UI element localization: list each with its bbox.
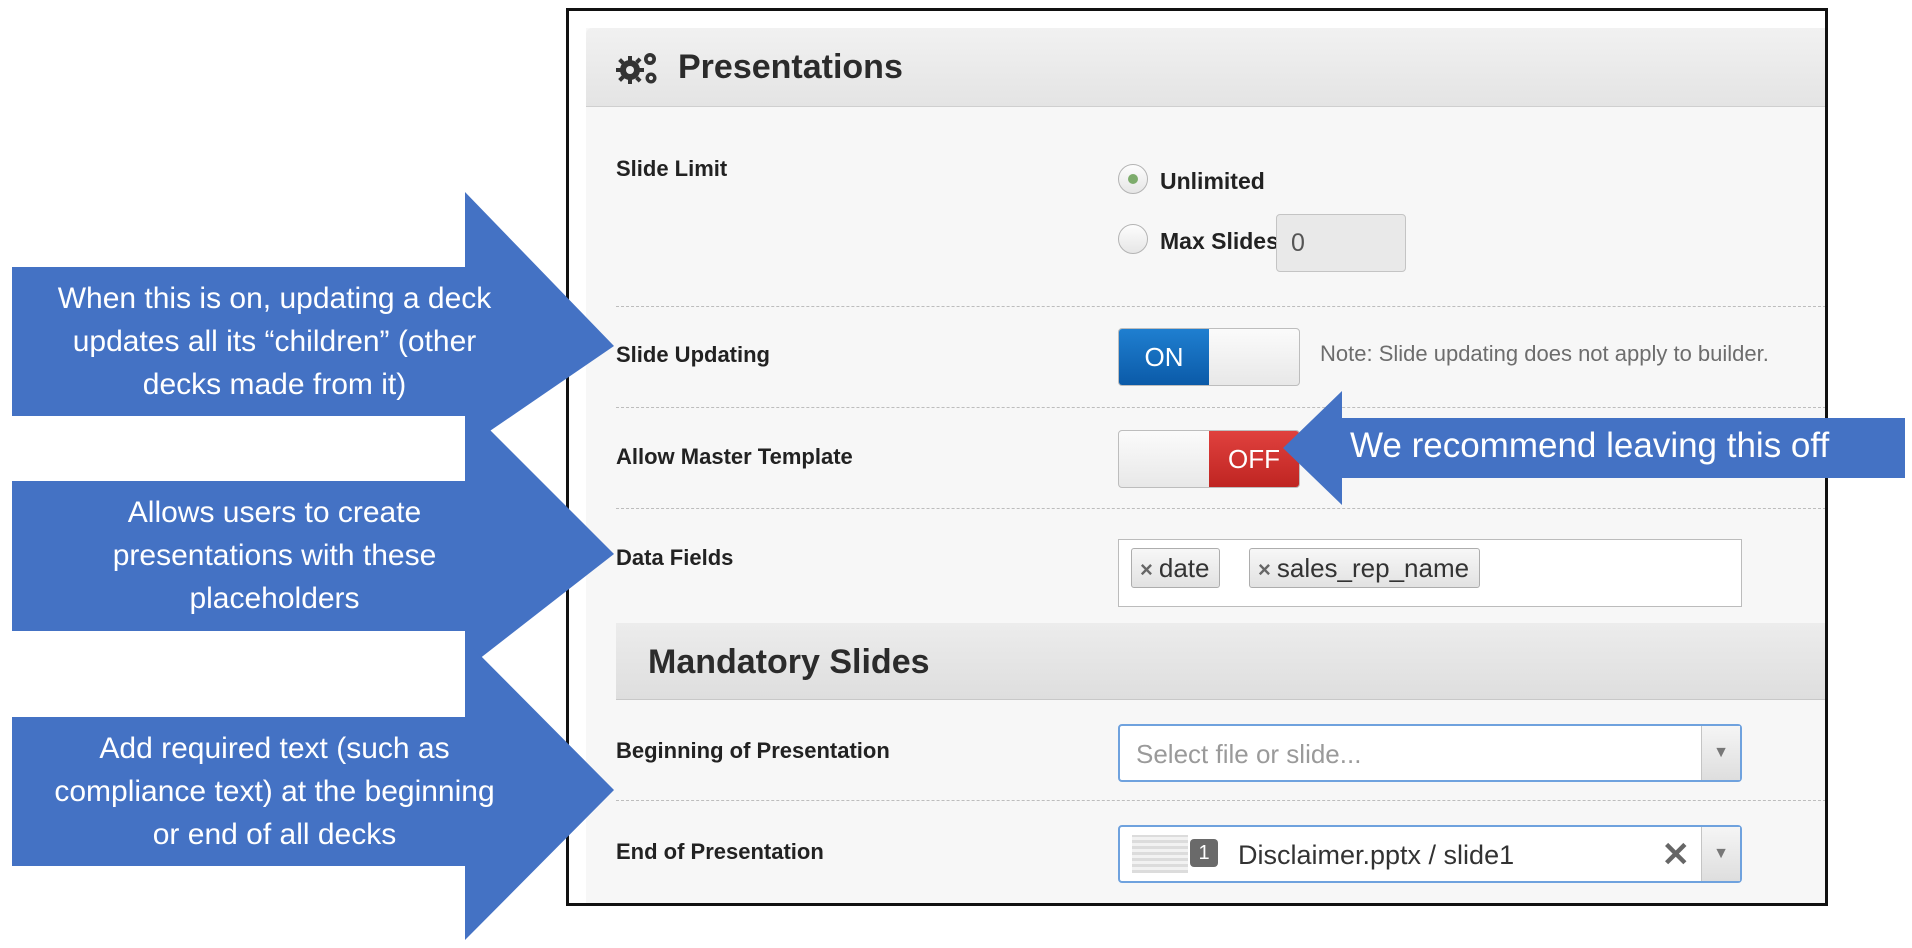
unlimited-radio-label[interactable]: Unlimited (1160, 168, 1265, 194)
clear-selection-icon[interactable]: ✕ (1661, 836, 1691, 874)
mandatory-slides-header: Mandatory Slides (616, 623, 1825, 700)
allow-master-template-toggle[interactable]: OFF (1118, 430, 1300, 488)
callout-arrow-slide-updating (12, 192, 614, 448)
allow-master-template-label: Allow Master Template (616, 444, 853, 469)
callout-arrow-mandatory (12, 640, 614, 940)
panel-header: Presentations (586, 28, 1825, 107)
slide-updating-note: Note: Slide updating does not apply to b… (1320, 341, 1769, 366)
gears-icon (616, 53, 657, 84)
slide-thumbnail (1132, 835, 1188, 873)
section-title: Mandatory Slides (648, 643, 930, 681)
max-slides-input[interactable]: 0 (1276, 214, 1406, 272)
dropdown-arrow-icon[interactable]: ▼ (1701, 726, 1740, 780)
dropdown-arrow-icon[interactable]: ▼ (1701, 827, 1740, 881)
data-fields-label: Data Fields (616, 545, 734, 570)
radio-selected-dot (1128, 174, 1138, 184)
slide-updating-toggle[interactable]: ON (1118, 328, 1300, 386)
unlimited-radio[interactable] (1118, 164, 1148, 194)
callout-master-template: We recommend leaving this off (1350, 426, 1830, 465)
tag-sales-rep-name: ×sales_rep_name (1249, 548, 1481, 588)
row-divider (616, 306, 1825, 307)
callout-mandatory-slides: Add required text (such as compliance te… (54, 732, 495, 851)
max-slides-radio-label[interactable]: Max Slides (1160, 228, 1279, 254)
slide-number-badge: 1 (1190, 839, 1218, 867)
page-title: Presentations (678, 48, 903, 86)
row-divider (616, 407, 1825, 408)
tag-date: ×date (1131, 548, 1221, 588)
slide-updating-label: Slide Updating (616, 342, 770, 367)
end-slide-select[interactable]: 1 Disclaimer.pptx / slide1 ✕ ▼ (1118, 825, 1742, 883)
callout-data-fields: Allows users to create presentations wit… (112, 496, 437, 615)
beginning-of-presentation-label: Beginning of Presentation (616, 738, 890, 763)
settings-screenshot-panel: Presentations Slide Limit Unlimited Max … (566, 8, 1828, 906)
slide-limit-label: Slide Limit (616, 156, 728, 181)
row-divider (616, 800, 1825, 801)
callout-arrow-master-template (1283, 391, 1905, 505)
end-of-presentation-label: End of Presentation (616, 839, 824, 864)
beginning-slide-select[interactable]: Select file or slide... ▼ (1118, 724, 1742, 782)
select-placeholder: Select file or slide... (1136, 739, 1362, 769)
toggle-off-label: OFF (1209, 431, 1299, 487)
callout-slide-updating: When this is on, updating a deck updates… (57, 282, 492, 401)
max-slides-radio[interactable] (1118, 224, 1148, 254)
callout-arrow-data-fields (12, 405, 614, 670)
remove-tag-icon[interactable]: × (1258, 557, 1271, 582)
presentations-settings: Presentations Slide Limit Unlimited Max … (586, 28, 1825, 903)
data-fields-tag-input[interactable]: ×date ×sales_rep_name (1118, 539, 1742, 607)
row-divider (616, 508, 1825, 509)
selected-slide-value: Disclaimer.pptx / slide1 (1238, 840, 1515, 870)
toggle-on-label: ON (1119, 329, 1209, 385)
remove-tag-icon[interactable]: × (1140, 557, 1153, 582)
